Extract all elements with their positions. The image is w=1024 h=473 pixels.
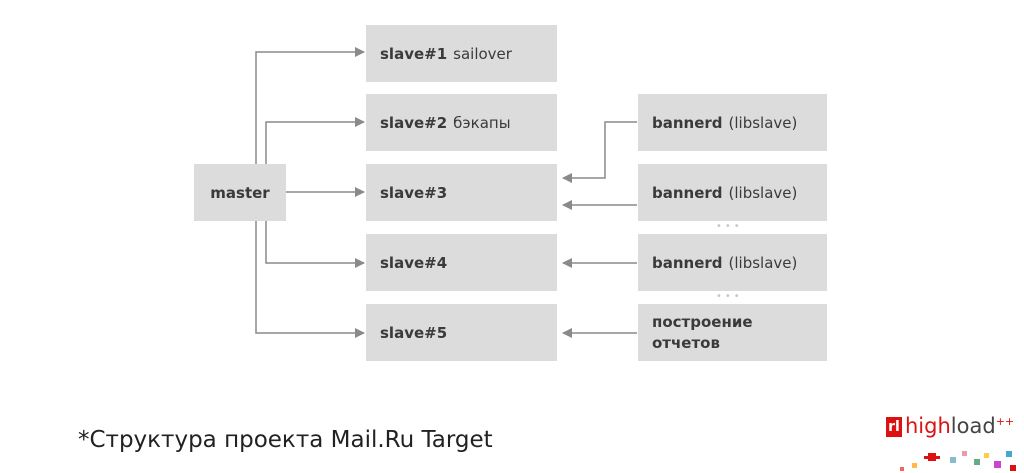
node-slave2-label: slave#2 (380, 113, 448, 132)
node-bannerd-1: bannerd (libslave) (638, 94, 827, 151)
node-reports-line1: построение (652, 312, 753, 331)
ellipsis-2: ••• (716, 291, 743, 302)
logo-text-red: high (905, 414, 951, 438)
logo-text-dark: load (950, 414, 996, 438)
node-slave3-label: slave#3 (380, 183, 448, 202)
logo-sup: ++ (995, 415, 1015, 428)
node-bannerd-3-label: bannerd (652, 253, 723, 272)
node-master: master (194, 164, 286, 221)
node-bannerd-3: bannerd (libslave) (638, 234, 827, 291)
edge-master-slave5 (255, 221, 365, 338)
node-slave3: slave#3 (366, 164, 557, 221)
node-master-label: master (210, 183, 270, 202)
node-slave4: slave#4 (366, 234, 557, 291)
edge-bannerd1-slave3 (562, 121, 637, 183)
ellipsis-1: ••• (716, 221, 743, 232)
node-slave1-label: slave#1 (380, 44, 448, 63)
node-bannerd-2-label: bannerd (652, 183, 723, 202)
node-slave5: slave#5 (366, 304, 557, 361)
node-bannerd-2: bannerd (libslave) (638, 164, 827, 221)
node-bannerd-1-label: bannerd (652, 113, 723, 132)
node-slave1: slave#1 sailover (366, 25, 557, 82)
edge-master-slave4 (265, 221, 365, 268)
logo-mark: rl (886, 417, 902, 437)
node-slave5-label: slave#5 (380, 323, 448, 342)
node-reports: построение отчетов (638, 304, 827, 361)
edge-master-slave2 (265, 117, 365, 164)
node-slave2-role: бэкапы (453, 113, 511, 132)
node-slave4-label: slave#4 (380, 253, 448, 272)
caption: *Структура проекта Mail.Ru Target (78, 427, 493, 453)
logo: highload++ (905, 414, 1014, 438)
node-slave1-role: sailover (453, 44, 512, 63)
node-bannerd-2-role: (libslave) (728, 183, 798, 202)
logo-decoration (900, 451, 1016, 471)
node-bannerd-3-role: (libslave) (728, 253, 798, 272)
edge-master-slave1 (255, 47, 365, 164)
node-slave2: slave#2 бэкапы (366, 94, 557, 151)
node-reports-line2: отчетов (652, 333, 720, 352)
node-bannerd-1-role: (libslave) (728, 113, 798, 132)
